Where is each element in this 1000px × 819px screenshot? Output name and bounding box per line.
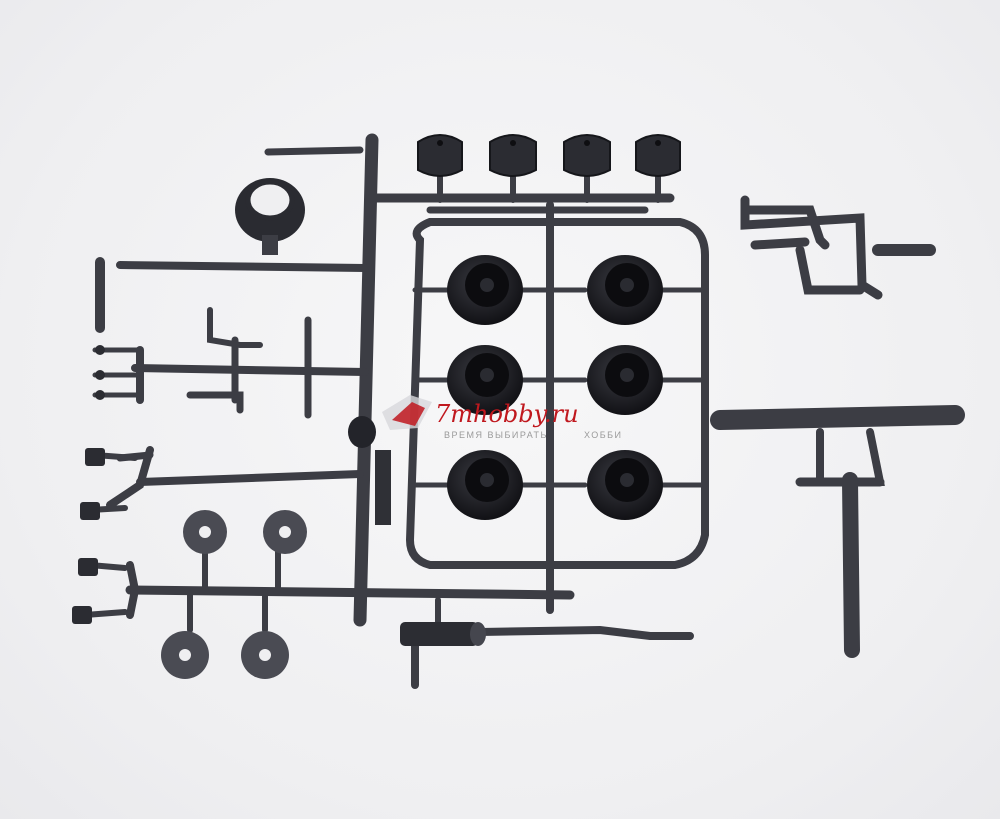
watermark-site: 7mhobby.ru <box>435 400 579 428</box>
watermark-tagline-left: ВРЕМЯ ВЫБИРАТЬ <box>444 430 548 440</box>
watermark-tagline-right: ХОББИ <box>584 430 623 440</box>
main-runner <box>353 133 379 627</box>
wheels <box>447 255 663 520</box>
wheel-frame <box>405 218 709 569</box>
cap-4 <box>635 134 681 177</box>
ring-part <box>235 178 305 255</box>
cap-3 <box>563 134 611 177</box>
watermark: 7mhobby.ru ВРЕМЯ ВЫБИРАТЬ ХОББИ <box>382 395 623 440</box>
cap-1 <box>417 134 463 177</box>
cap-2 <box>489 134 537 177</box>
